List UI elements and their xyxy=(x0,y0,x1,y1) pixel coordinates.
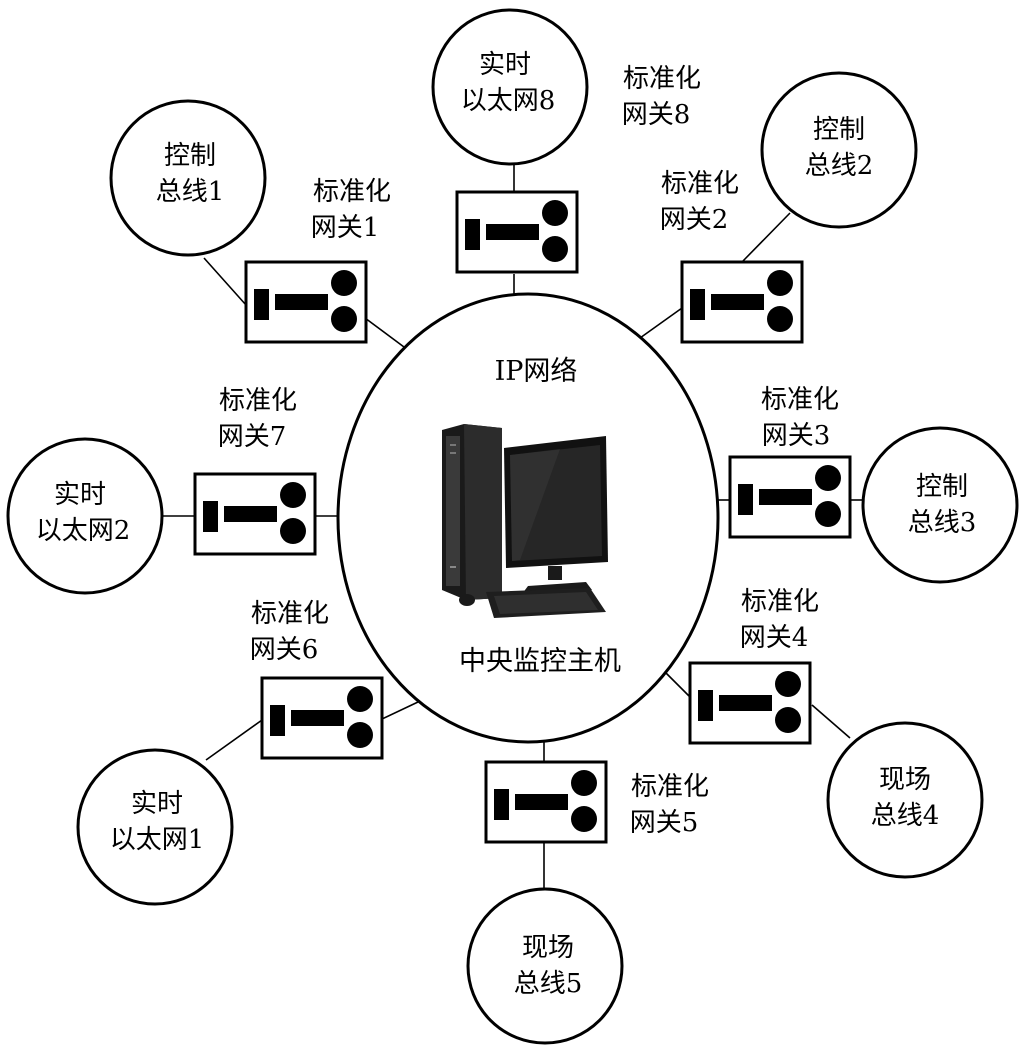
gateway-3-led-bottom-icon xyxy=(815,501,841,527)
connector-hub-gateway-6 xyxy=(379,701,419,721)
control-bus-3-line1: 控制 xyxy=(916,472,968,502)
gateway-2-box xyxy=(680,260,804,344)
gateway-8-port-icon xyxy=(465,219,480,250)
gateway-3-label-line2: 网关3 xyxy=(762,421,831,451)
gateway-7-led-top-icon xyxy=(280,482,306,508)
field-bus-5-node: 现场 总线5 xyxy=(466,887,624,1045)
gateway-5-label-line2: 网关5 xyxy=(630,808,699,838)
control-bus-2-node: 控制 总线2 xyxy=(760,71,918,229)
gateway-6-port-icon xyxy=(270,705,285,736)
gateway-7-label-line1: 标准化 xyxy=(219,386,297,416)
realtime-ethernet-8-line1: 实时 xyxy=(479,50,531,80)
connector-hub-gateway-2 xyxy=(639,307,683,339)
gateway-boxes xyxy=(193,190,852,844)
gateway-5-port-icon xyxy=(494,789,509,820)
gateway-4-port-icon xyxy=(698,690,713,721)
control-bus-1-line1: 控制 xyxy=(164,141,216,171)
gateway-1-bar-icon xyxy=(275,294,328,310)
gateway-3-led-top-icon xyxy=(815,465,841,491)
realtime-ethernet-1-line1: 实时 xyxy=(131,789,183,819)
field-bus-4-node: 现场 总线4 xyxy=(826,721,984,879)
gateway-5-led-bottom-icon xyxy=(571,806,597,832)
realtime-ethernet-8-line2: 以太网8 xyxy=(461,86,556,116)
gateway-7-port-icon xyxy=(203,501,218,532)
connector-hub-gateway-4 xyxy=(662,669,691,698)
connector-gateway-1-control-bus-1 xyxy=(203,257,247,306)
gateway-3-label-line1: 标准化 xyxy=(761,385,839,415)
control-bus-1-node: 控制 总线1 xyxy=(109,99,267,257)
gateway-2-bar-icon xyxy=(711,294,764,310)
gateway-8-label-line2: 网关8 xyxy=(622,100,691,130)
gateway-5-bar-icon xyxy=(515,794,568,810)
gateway-3-port-icon xyxy=(738,484,753,515)
ip-network-label: IP网络 xyxy=(495,356,578,387)
gateway-8-label-line1: 标准化 xyxy=(623,64,701,94)
gateway-2-label-line1: 标准化 xyxy=(661,169,739,199)
control-bus-2-line1: 控制 xyxy=(813,115,865,145)
gateway-4-label-line1: 标准化 xyxy=(741,587,819,617)
realtime-ethernet-8-node: 实时 以太网8 xyxy=(431,8,589,166)
gateway-4-led-bottom-icon xyxy=(775,707,801,733)
gateway-8-led-bottom-icon xyxy=(542,236,568,262)
connector-gateway-6-realtime-ethernet-1 xyxy=(205,719,263,761)
gateway-6-bar-icon xyxy=(291,710,344,726)
gateway-5-box xyxy=(484,760,608,844)
gateway-1-led-top-icon xyxy=(331,270,357,296)
gateway-1-port-icon xyxy=(254,289,269,320)
control-bus-3-line2: 总线3 xyxy=(908,508,977,538)
central-host-label: 中央监控主机 xyxy=(459,646,621,677)
gateway-4-box xyxy=(688,661,812,745)
connector-hub-gateway-1 xyxy=(364,317,405,348)
gateway-6-led-bottom-icon xyxy=(347,722,373,748)
gateway-3-box xyxy=(728,455,852,539)
gateway-7-label-line2: 网关7 xyxy=(218,422,287,452)
gateway-2-led-bottom-icon xyxy=(767,306,793,332)
gateway-8-bar-icon xyxy=(486,224,539,240)
realtime-ethernet-2-line2: 以太网2 xyxy=(36,516,131,546)
gateway-5-led-top-icon xyxy=(571,770,597,796)
ip-network-hub: IP网络 中央监控主机 xyxy=(336,292,720,744)
gateway-8-box xyxy=(455,190,579,274)
gateway-1-led-bottom-icon xyxy=(331,306,357,332)
desktop-computer-icon xyxy=(442,424,608,618)
gateway-2-led-top-icon xyxy=(767,270,793,296)
realtime-ethernet-2-line1: 实时 xyxy=(54,480,106,510)
gateway-2-port-icon xyxy=(690,289,705,320)
gateway-3-bar-icon xyxy=(759,489,812,505)
field-bus-4-line2: 总线4 xyxy=(871,801,940,831)
gateway-5-label-line1: 标准化 xyxy=(631,772,709,802)
gateway-1-label-line2: 网关1 xyxy=(311,213,380,243)
network-circles: 控制 总线1 实时 以太网8 控制 总线2 控制 总线3 现场 总线4 现场 总… xyxy=(6,8,1019,1045)
control-bus-3-node: 控制 总线3 xyxy=(861,426,1019,584)
gateway-4-led-top-icon xyxy=(775,671,801,697)
field-bus-5-line2: 总线5 xyxy=(514,969,583,999)
gateway-1-label-line1: 标准化 xyxy=(313,177,391,207)
realtime-ethernet-2-node: 实时 以太网2 xyxy=(6,437,164,595)
gateway-6-label-line2: 网关6 xyxy=(250,635,319,665)
gateway-2-label-line2: 网关2 xyxy=(660,205,729,235)
field-bus-4-line1: 现场 xyxy=(879,765,931,795)
gateway-7-box xyxy=(193,472,317,556)
gateway-7-led-bottom-icon xyxy=(280,518,306,544)
control-bus-2-line2: 总线2 xyxy=(805,151,874,181)
gateway-8-led-top-icon xyxy=(542,200,568,226)
gateway-6-led-top-icon xyxy=(347,686,373,712)
connector-gateway-4-field-bus-4 xyxy=(811,704,851,739)
connector-gateway-2-control-bus-2 xyxy=(741,212,791,263)
connector-lines xyxy=(163,165,862,888)
gateway-7-bar-icon xyxy=(224,506,277,522)
gateway-6-label-line1: 标准化 xyxy=(251,599,329,629)
gateway-4-bar-icon xyxy=(719,695,772,711)
gateway-4-label-line2: 网关4 xyxy=(740,623,809,653)
field-bus-5-line1: 现场 xyxy=(522,933,574,963)
gateway-1-box xyxy=(244,260,368,344)
gateway-labels: 标准化 网关1 标准化 网关2 标准化 网关3 标准化 网关4 标准化 网关5 … xyxy=(218,64,839,838)
realtime-ethernet-1-line2: 以太网1 xyxy=(110,825,205,855)
realtime-ethernet-1-node: 实时 以太网1 xyxy=(76,748,234,906)
control-bus-1-line2: 总线1 xyxy=(156,177,225,207)
gateway-6-box xyxy=(260,676,384,760)
